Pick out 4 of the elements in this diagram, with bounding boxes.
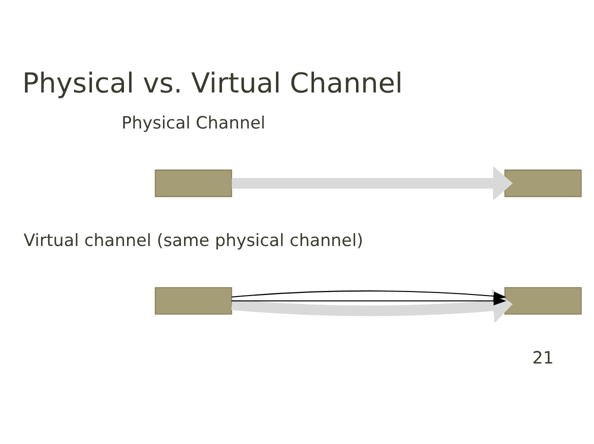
diagram-title: Physical vs. Virtual Channel <box>22 67 403 100</box>
label: Physical Channel <box>122 112 266 132</box>
label: 21 <box>532 347 554 368</box>
label: Virtual channel (same physical channel) <box>24 230 364 250</box>
